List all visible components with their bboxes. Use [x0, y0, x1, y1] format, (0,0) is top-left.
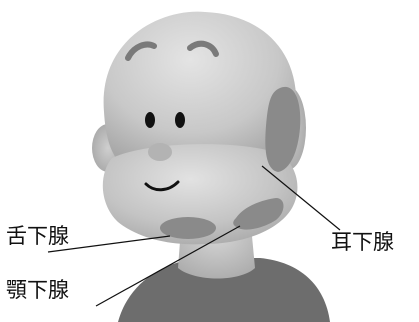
leader-line-parotid	[261, 165, 341, 231]
right-eyebrow	[187, 40, 219, 57]
nose	[148, 143, 172, 161]
left-eyebrow	[125, 41, 157, 61]
submandibular-gland-shape	[233, 198, 284, 230]
parotid-gland-shape	[265, 86, 301, 172]
left-eye	[145, 112, 155, 128]
cranium	[103, 11, 297, 172]
sublingual-gland-label: 舌下腺	[6, 224, 69, 248]
leader-line-sublingual	[47, 235, 171, 253]
shirt	[118, 258, 330, 322]
mouth	[144, 180, 180, 192]
leader-line-submandibular	[95, 225, 241, 307]
parotid-gland-label: 耳下腺	[331, 230, 394, 254]
right-eye	[175, 112, 185, 128]
submandibular-gland-label: 顎下腺	[6, 278, 69, 302]
sublingual-gland-shape	[160, 217, 216, 239]
